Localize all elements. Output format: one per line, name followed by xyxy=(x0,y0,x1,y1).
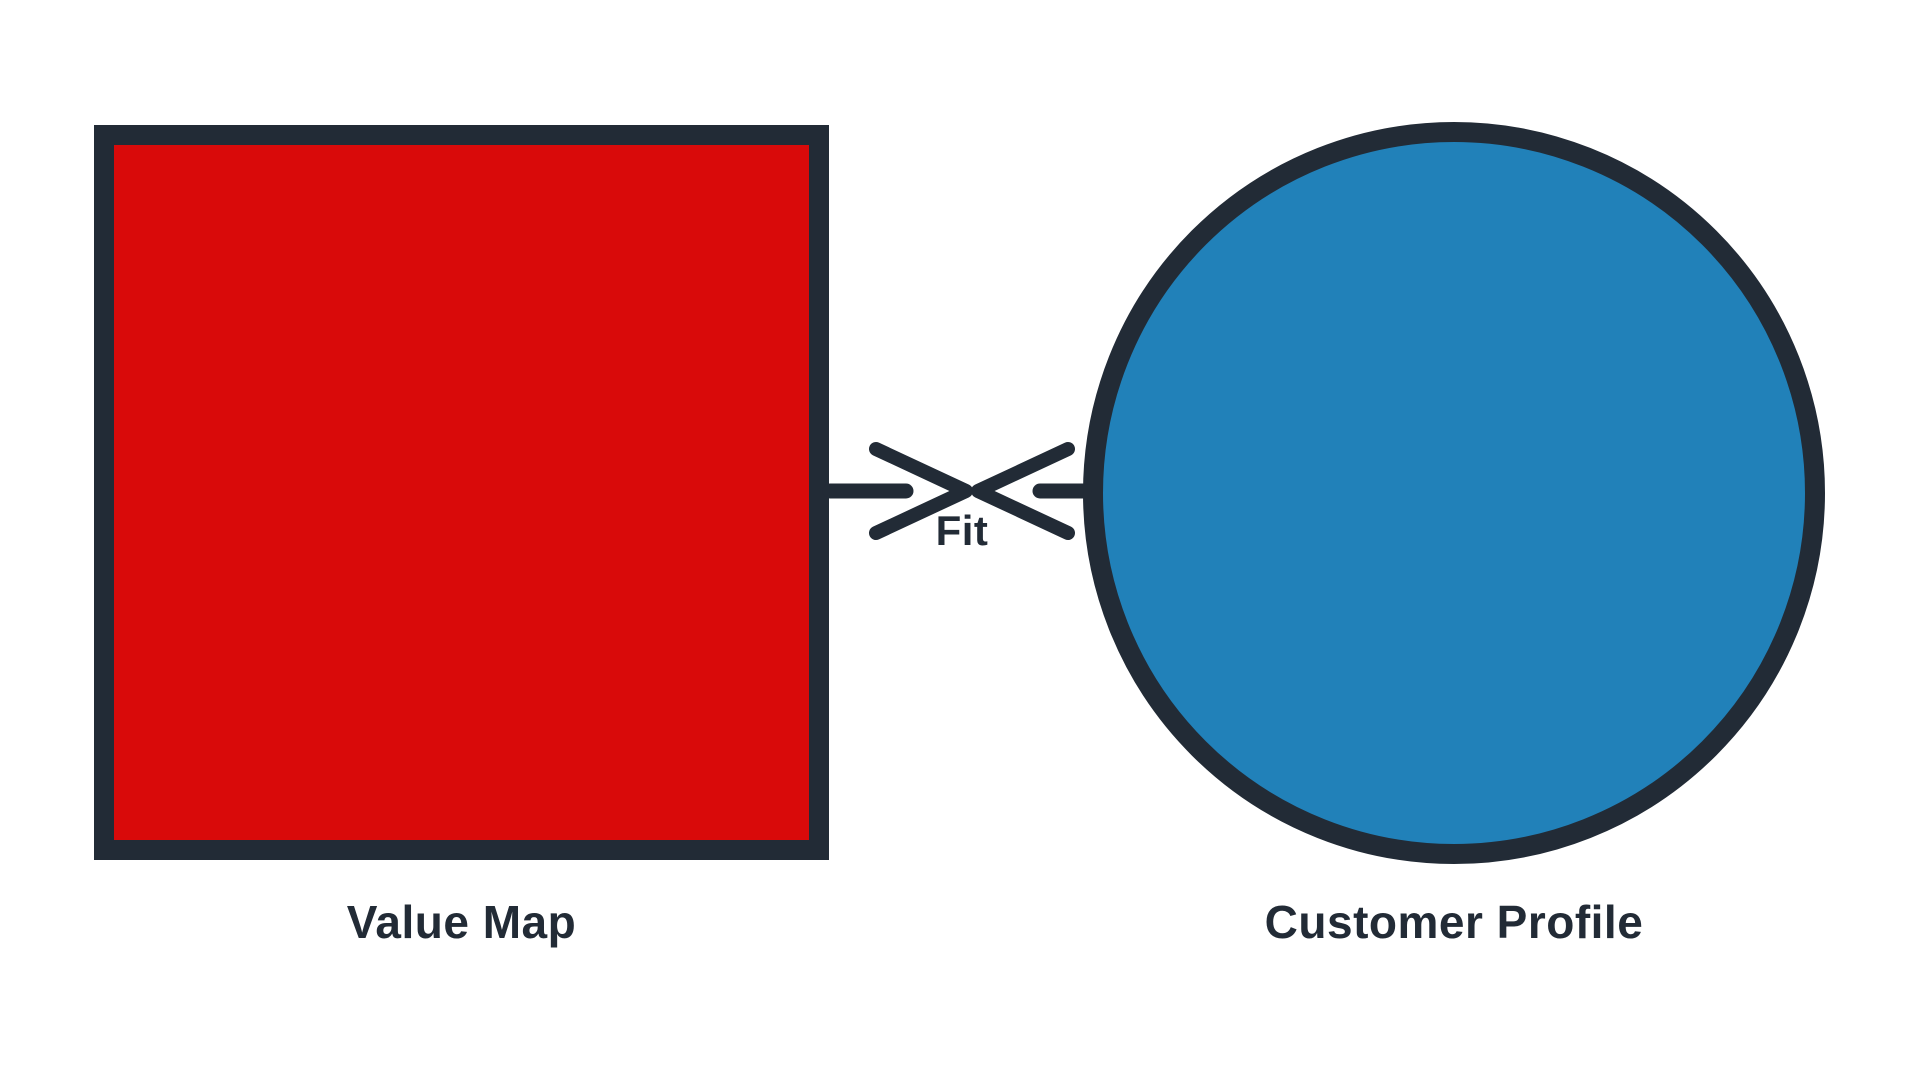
value-map-label: Value Map xyxy=(346,896,577,948)
value-map-shape xyxy=(94,125,829,860)
customer-profile-shape xyxy=(1083,122,1825,864)
customer-profile-label: Customer Profile xyxy=(1264,896,1644,948)
fit-label: Fit xyxy=(935,507,989,554)
